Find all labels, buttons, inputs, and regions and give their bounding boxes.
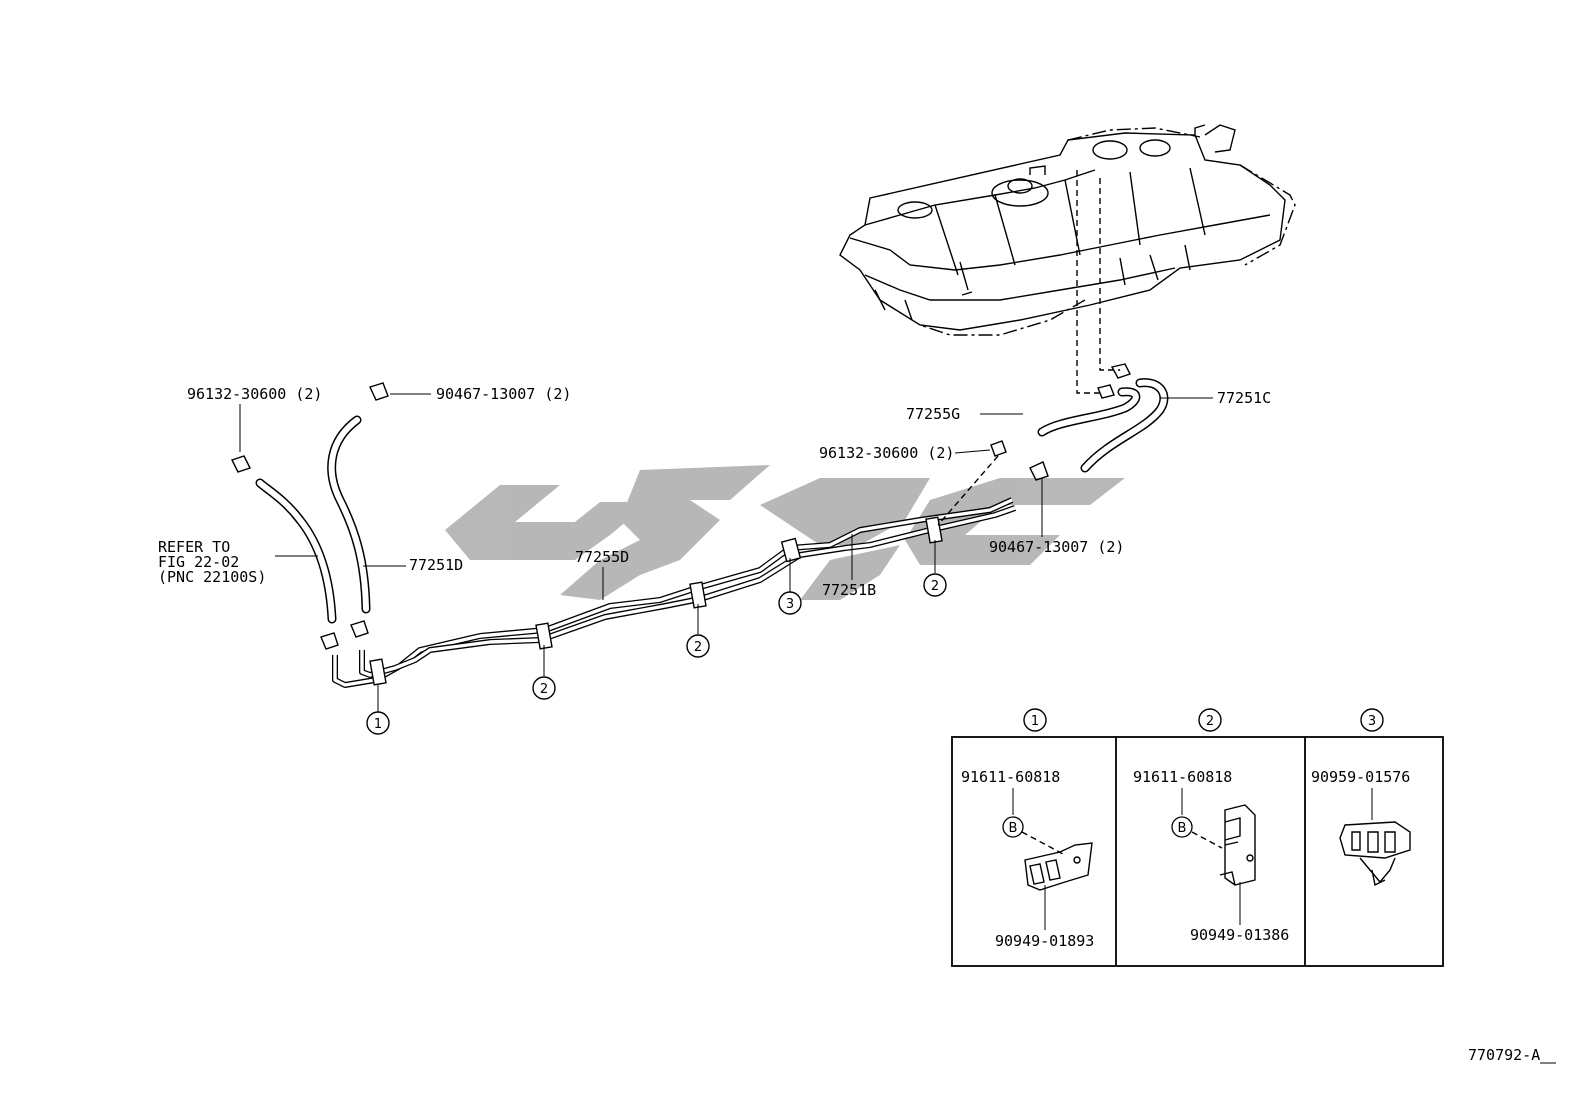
clip-clamp-icon — [1339, 821, 1411, 887]
callout-3-main: 3 — [778, 591, 802, 615]
panel1-clamp-label: 90949-01893 — [995, 932, 1094, 950]
label-refer-line1: REFER TO — [158, 538, 230, 556]
label-clip-right: 90467-13007 (2) — [989, 538, 1124, 556]
hose-refer-fig — [255, 478, 337, 624]
label-leaders — [239, 393, 1213, 712]
watermark-logo — [445, 465, 1125, 600]
callout-number: 3 — [786, 597, 794, 612]
label-clip-left-top: 90467-13007 (2) — [436, 385, 571, 403]
label-tube-77251B: 77251B — [822, 581, 876, 599]
callout-1-main: 1 — [366, 711, 390, 735]
bolt-marker-icon — [1171, 816, 1193, 838]
leader-clip-to-tube — [937, 455, 999, 526]
panel-1-header: 1 — [1023, 708, 1047, 732]
hose-77255G — [1037, 387, 1141, 437]
panel2-bolt-marker: B — [1178, 821, 1187, 836]
label-clamp-right: 96132-30600 (2) — [819, 444, 954, 462]
panel2-bolt-label: 91611-60818 — [1133, 768, 1232, 786]
callout-number: 2 — [540, 682, 548, 697]
callout-2-a: 2 — [532, 676, 556, 700]
leader-tank-right — [1099, 178, 1120, 371]
fuel-tube-77255D — [332, 497, 1014, 688]
hose-77251C — [1080, 378, 1169, 473]
label-hose-77251C: 77251C — [1217, 389, 1271, 407]
panel-2-header: 2 — [1198, 708, 1222, 732]
callout-number: 2 — [694, 640, 702, 655]
callout-2-b: 2 — [686, 634, 710, 658]
label-clamp-left-top: 96132-30600 (2) — [187, 385, 322, 403]
panel-number: 2 — [1206, 714, 1214, 729]
detail-panel: 1 2 3 91611-60818 B 90949-01893 91611-60… — [951, 708, 1444, 967]
panel2-clamp-label: 90949-01386 — [1190, 926, 1289, 944]
fuel-tube-77251B — [359, 505, 1016, 678]
panel3-clamp-label: 90959-01576 — [1311, 768, 1410, 786]
panel1-bolt-marker: B — [1009, 821, 1018, 836]
clamp-block-icon — [1219, 804, 1256, 886]
label-tube-77255D: 77255D — [575, 548, 629, 566]
diagram-code: 770792-A — [1468, 1046, 1540, 1064]
callout-number: 1 — [374, 717, 382, 732]
panel1-bolt-label: 91611-60818 — [961, 768, 1060, 786]
callout-2-c: 2 — [923, 573, 947, 597]
panel-3-header: 3 — [1360, 708, 1384, 732]
hose-clip-icon — [1097, 363, 1131, 399]
callout-number: 2 — [931, 579, 939, 594]
bolt-marker-icon — [1002, 816, 1024, 838]
label-hose-77251D: 77251D — [409, 556, 463, 574]
clamp-bracket-icon — [1024, 842, 1093, 891]
label-refer-line2: FIG 22-02 — [158, 553, 239, 571]
hose-clamp-icon — [231, 382, 389, 650]
fuel-tank — [839, 124, 1296, 336]
tube-clamp-icon — [369, 516, 943, 686]
panel-number: 1 — [1031, 714, 1039, 729]
panel-number: 3 — [1368, 714, 1376, 729]
label-hose-77255G: 77255G — [906, 405, 960, 423]
label-refer-line3: (PNC 22100S) — [158, 568, 266, 586]
hose-77251D — [327, 415, 371, 614]
clip-right-icon — [990, 440, 1049, 481]
leader-tank-left — [1076, 170, 1102, 394]
